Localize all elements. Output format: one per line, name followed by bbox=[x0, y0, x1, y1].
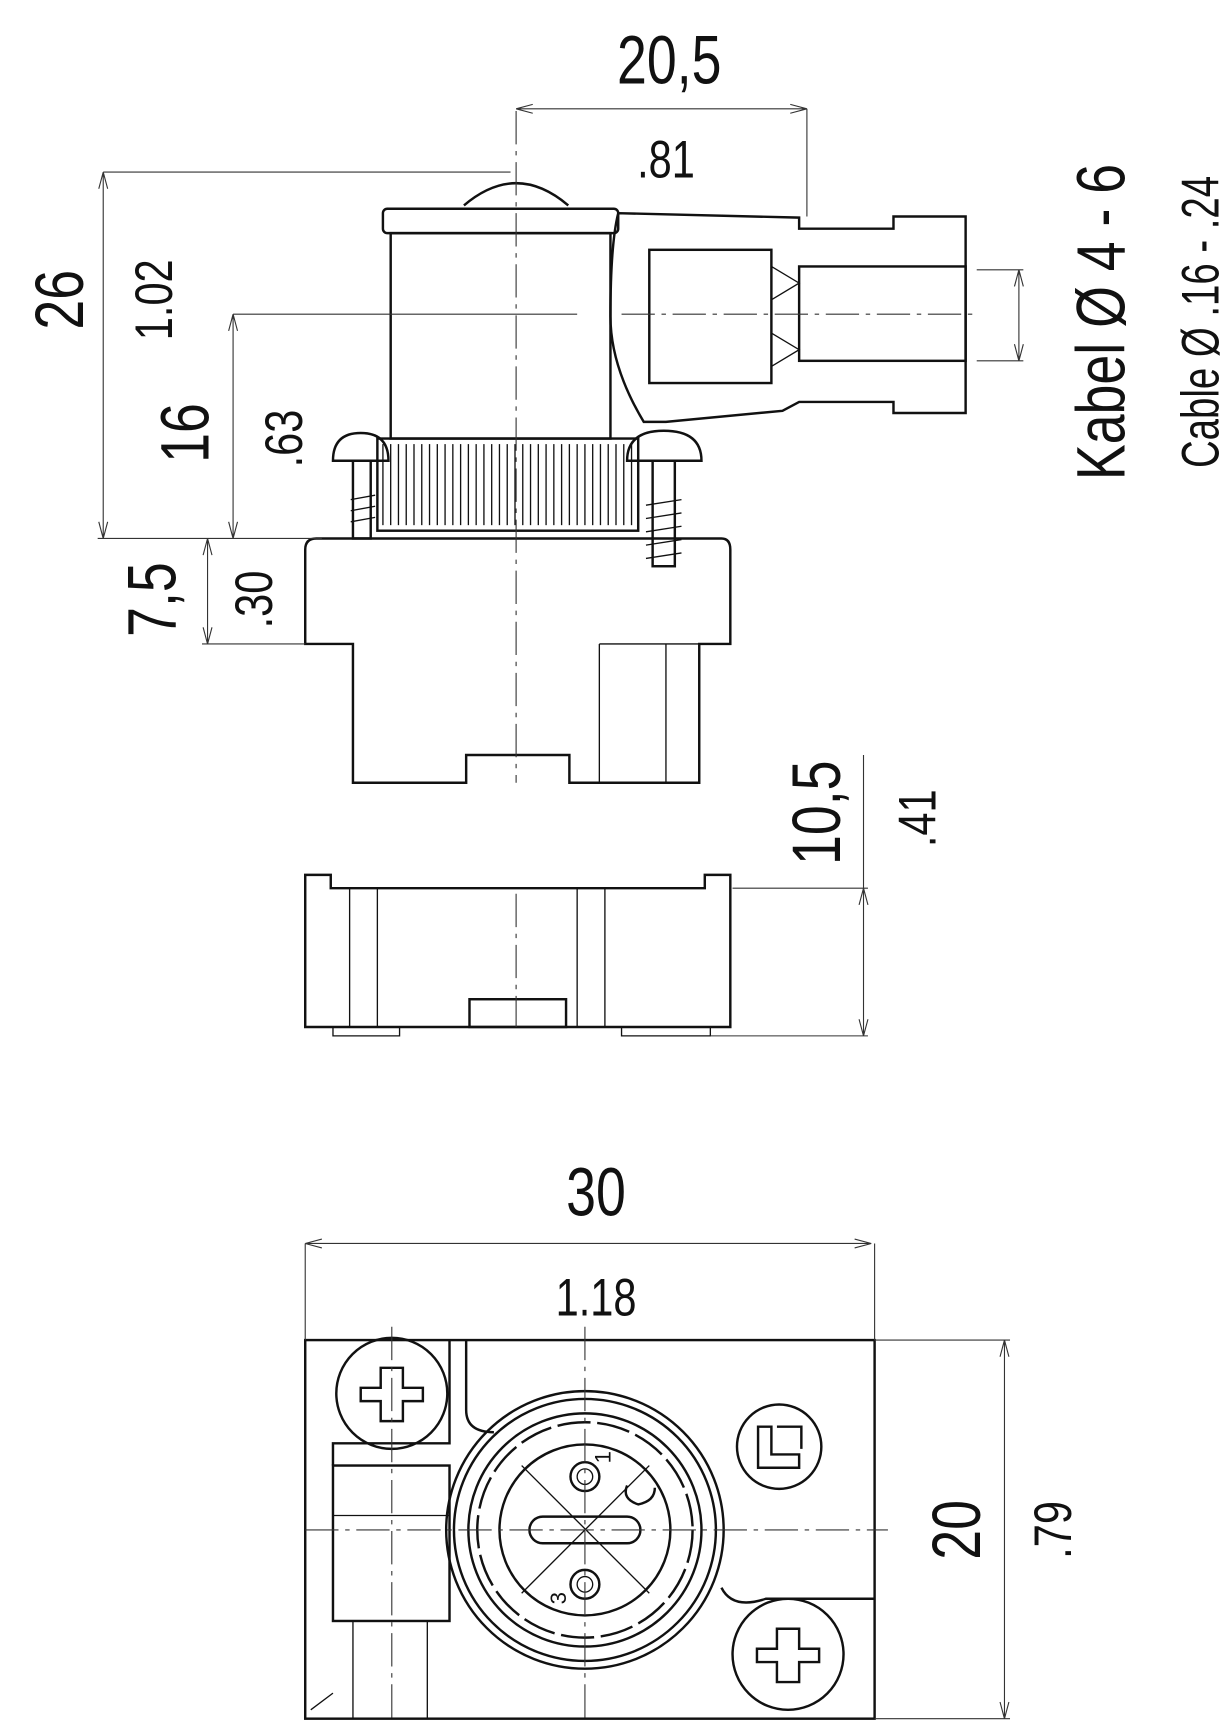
bottom-view: 1 3 bbox=[304, 1326, 888, 1720]
clamp-teeth bbox=[771, 265, 801, 367]
dim-bottom-depth-in: .79 bbox=[1024, 1501, 1083, 1559]
side-slot bbox=[331, 1464, 451, 1623]
cable-clamp bbox=[648, 248, 773, 385]
cover-part bbox=[304, 873, 732, 1037]
screw-left bbox=[331, 431, 390, 540]
slot-detail bbox=[310, 1514, 450, 1719]
cable-label-de: Kabel Ø 4 - 6 bbox=[1063, 164, 1140, 480]
pin-label-3: 3 bbox=[546, 1592, 571, 1604]
dim-upper-height-mm: 16 bbox=[147, 403, 224, 463]
screw-right bbox=[625, 429, 703, 568]
dim-bottom-width-mm: 30 bbox=[566, 1154, 626, 1231]
cable-elbow-section bbox=[609, 211, 967, 424]
coding-logo-icon bbox=[735, 1403, 823, 1491]
housing-detail bbox=[598, 643, 700, 783]
dim-bottom-depth-mm: 20 bbox=[919, 1500, 996, 1560]
dim-top-width-mm: 20,5 bbox=[617, 22, 721, 99]
cap-rim bbox=[381, 207, 620, 235]
dim-base-height-in: .30 bbox=[225, 571, 284, 629]
housing-base bbox=[304, 537, 732, 784]
side-view bbox=[304, 111, 977, 784]
dim-top-width-in: .81 bbox=[637, 131, 695, 190]
dim-upper-height-in: .63 bbox=[255, 410, 314, 468]
dim-total-height-in: 1.02 bbox=[125, 259, 184, 340]
screw-head-right bbox=[731, 1597, 845, 1712]
dim-base-height-mm: 7,5 bbox=[114, 562, 191, 637]
dim-cover-height-in: .41 bbox=[889, 789, 948, 847]
dim-total-height-mm: 26 bbox=[22, 270, 99, 330]
dimension-lines bbox=[97, 103, 1024, 1720]
cable-label-en: Cable Ø .16 - .24 bbox=[1170, 176, 1230, 468]
upper-body bbox=[389, 231, 612, 440]
knurl-lines bbox=[382, 444, 633, 526]
housing-recess bbox=[331, 1340, 494, 1466]
housing-edge bbox=[720, 1587, 875, 1604]
dim-cover-height-mm: 10,5 bbox=[779, 760, 856, 864]
dim-bottom-width-in: 1.18 bbox=[556, 1269, 637, 1328]
coding-key bbox=[624, 1485, 657, 1506]
pin-label-1: 1 bbox=[590, 1451, 615, 1463]
knurled-ring bbox=[376, 437, 640, 532]
